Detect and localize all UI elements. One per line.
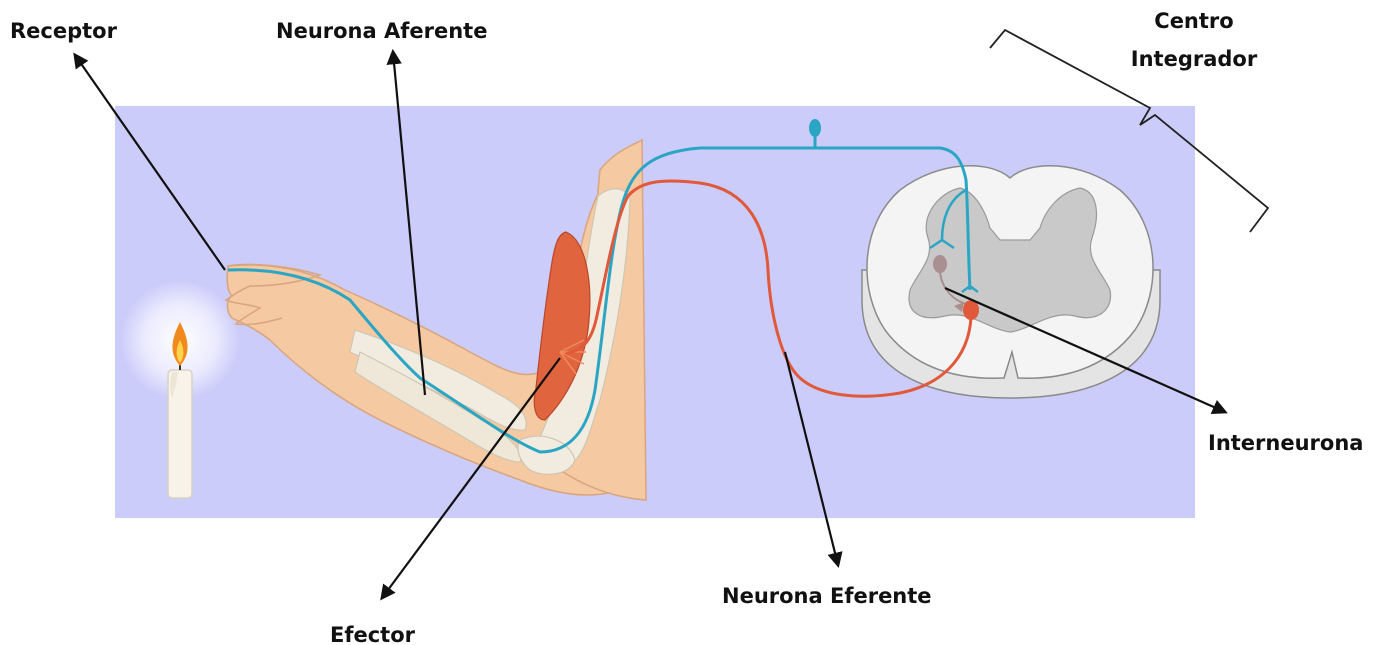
label-receptor: Receptor [10,19,118,43]
interneuron-cell-body [933,255,947,273]
label-centro-integrador-line2: Integrador [1131,47,1258,71]
label-efector: Efector [330,623,416,645]
label-interneurona: Interneurona [1208,431,1363,455]
label-neurona-eferente: Neurona Eferente [722,584,932,608]
dorsal-root-ganglion [809,119,821,137]
label-centro-integrador-line1: Centro [1154,9,1233,33]
label-neurona-aferente: Neurona Aferente [276,19,487,43]
